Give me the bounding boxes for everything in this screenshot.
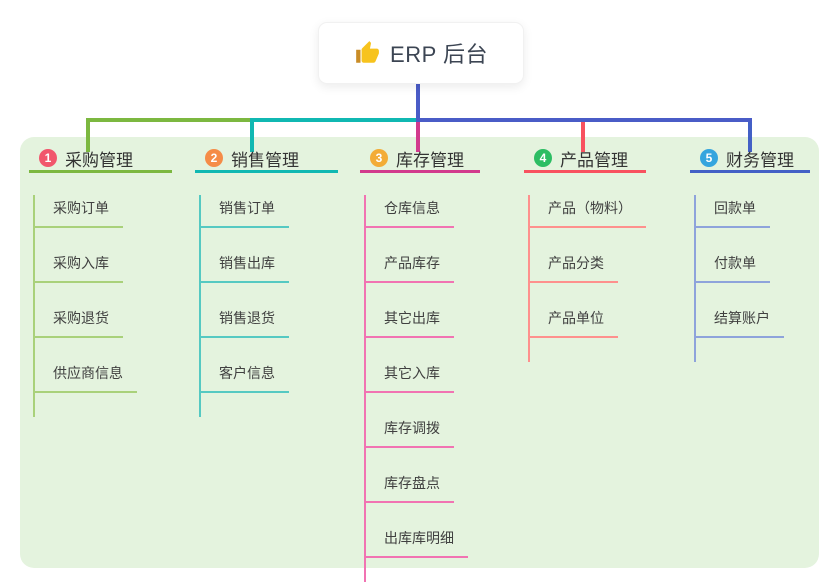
mindmap-item[interactable]: 产品单位 [528, 308, 618, 338]
mindmap-item[interactable]: 库存调拨 [364, 418, 454, 448]
branch-3: 3 库存管理仓库信息产品库存其它出库其它入库库存调拨库存盘点出库库明细 [360, 146, 480, 582]
branch-children: 采购订单采购入库采购退货供应商信息 [33, 195, 172, 417]
branch-header-5[interactable]: 5 财务管理 [690, 146, 810, 173]
mindmap-item[interactable]: 采购订单 [33, 198, 123, 228]
branch-drop-line [581, 120, 585, 152]
branch-label: 销售管理 [231, 150, 299, 170]
branch-4: 4 产品管理产品（物料） 产品分类产品单位 [524, 146, 646, 362]
mindmap-item[interactable]: 其它出库 [364, 308, 454, 338]
branch-children: 销售订单销售出库销售退货客户信息 [199, 195, 338, 417]
branch-header-1[interactable]: 1 采购管理 [29, 146, 172, 173]
mindmap-item[interactable]: 产品（物料） [528, 198, 646, 228]
branch-drop-line [748, 120, 752, 152]
branch-label: 财务管理 [726, 150, 794, 170]
branch-drop-line [416, 120, 420, 152]
mindmap-item[interactable]: 产品库存 [364, 253, 454, 283]
branch-drop-line [86, 120, 90, 152]
mindmap-item[interactable]: 结算账户 [694, 308, 784, 338]
branch-number-badge: 5 [700, 149, 718, 167]
branch-number-badge: 4 [534, 149, 552, 167]
mindmap-item[interactable]: 仓库信息 [364, 198, 454, 228]
mindmap-item[interactable]: 客户信息 [199, 363, 289, 393]
mindmap-item[interactable]: 回款单 [694, 198, 770, 228]
mindmap-item[interactable]: 其它入库 [364, 363, 454, 393]
branch-number-badge: 3 [370, 149, 388, 167]
branch-drop-line [250, 120, 254, 152]
branch-vertical-line [364, 195, 366, 582]
mindmap-item[interactable]: 付款单 [694, 253, 770, 283]
branch-number-badge: 1 [39, 149, 57, 167]
branch-header-3[interactable]: 3 库存管理 [360, 146, 480, 173]
thumbs-up-icon [354, 40, 380, 66]
branch-1: 1 采购管理采购订单采购入库采购退货供应商信息 [29, 146, 172, 417]
branches-panel [20, 137, 819, 568]
branch-header-2[interactable]: 2 销售管理 [195, 146, 338, 173]
branch-vertical-line [33, 195, 35, 417]
branch-children: 产品（物料） 产品分类产品单位 [528, 195, 646, 362]
branch-children: 回款单付款单结算账户 [694, 195, 810, 362]
branch-2: 2 销售管理销售订单销售出库销售退货客户信息 [195, 146, 338, 417]
mindmap-item[interactable]: 产品分类 [528, 253, 618, 283]
branch-label: 采购管理 [65, 150, 133, 170]
branch-children: 仓库信息产品库存其它出库其它入库库存调拨库存盘点出库库明细 [364, 195, 480, 582]
branch-vertical-line [694, 195, 696, 362]
bus-segment-green [86, 118, 254, 122]
mindmap-item[interactable]: 采购退货 [33, 308, 123, 338]
branch-label: 产品管理 [560, 150, 628, 170]
mindmap-item[interactable]: 销售退货 [199, 308, 289, 338]
mindmap-item[interactable]: 销售出库 [199, 253, 289, 283]
branch-vertical-line [528, 195, 530, 362]
bus-segment-blue [416, 118, 752, 122]
mindmap-item[interactable]: 采购入库 [33, 253, 123, 283]
root-node[interactable]: ERP 后台 [318, 22, 524, 84]
bus-segment-teal [250, 118, 420, 122]
mindmap-item[interactable]: 供应商信息 [33, 363, 137, 393]
root-title: ERP 后台 [390, 42, 488, 67]
mindmap-item[interactable]: 出库库明细 [364, 528, 468, 558]
mindmap-item[interactable]: 库存盘点 [364, 473, 454, 503]
root-trunk-line [416, 82, 420, 122]
branch-number-badge: 2 [205, 149, 223, 167]
mindmap-item[interactable]: 销售订单 [199, 198, 289, 228]
branch-header-4[interactable]: 4 产品管理 [524, 146, 646, 173]
branch-vertical-line [199, 195, 201, 417]
branch-5: 5 财务管理回款单付款单结算账户 [690, 146, 810, 362]
branch-label: 库存管理 [396, 150, 464, 170]
